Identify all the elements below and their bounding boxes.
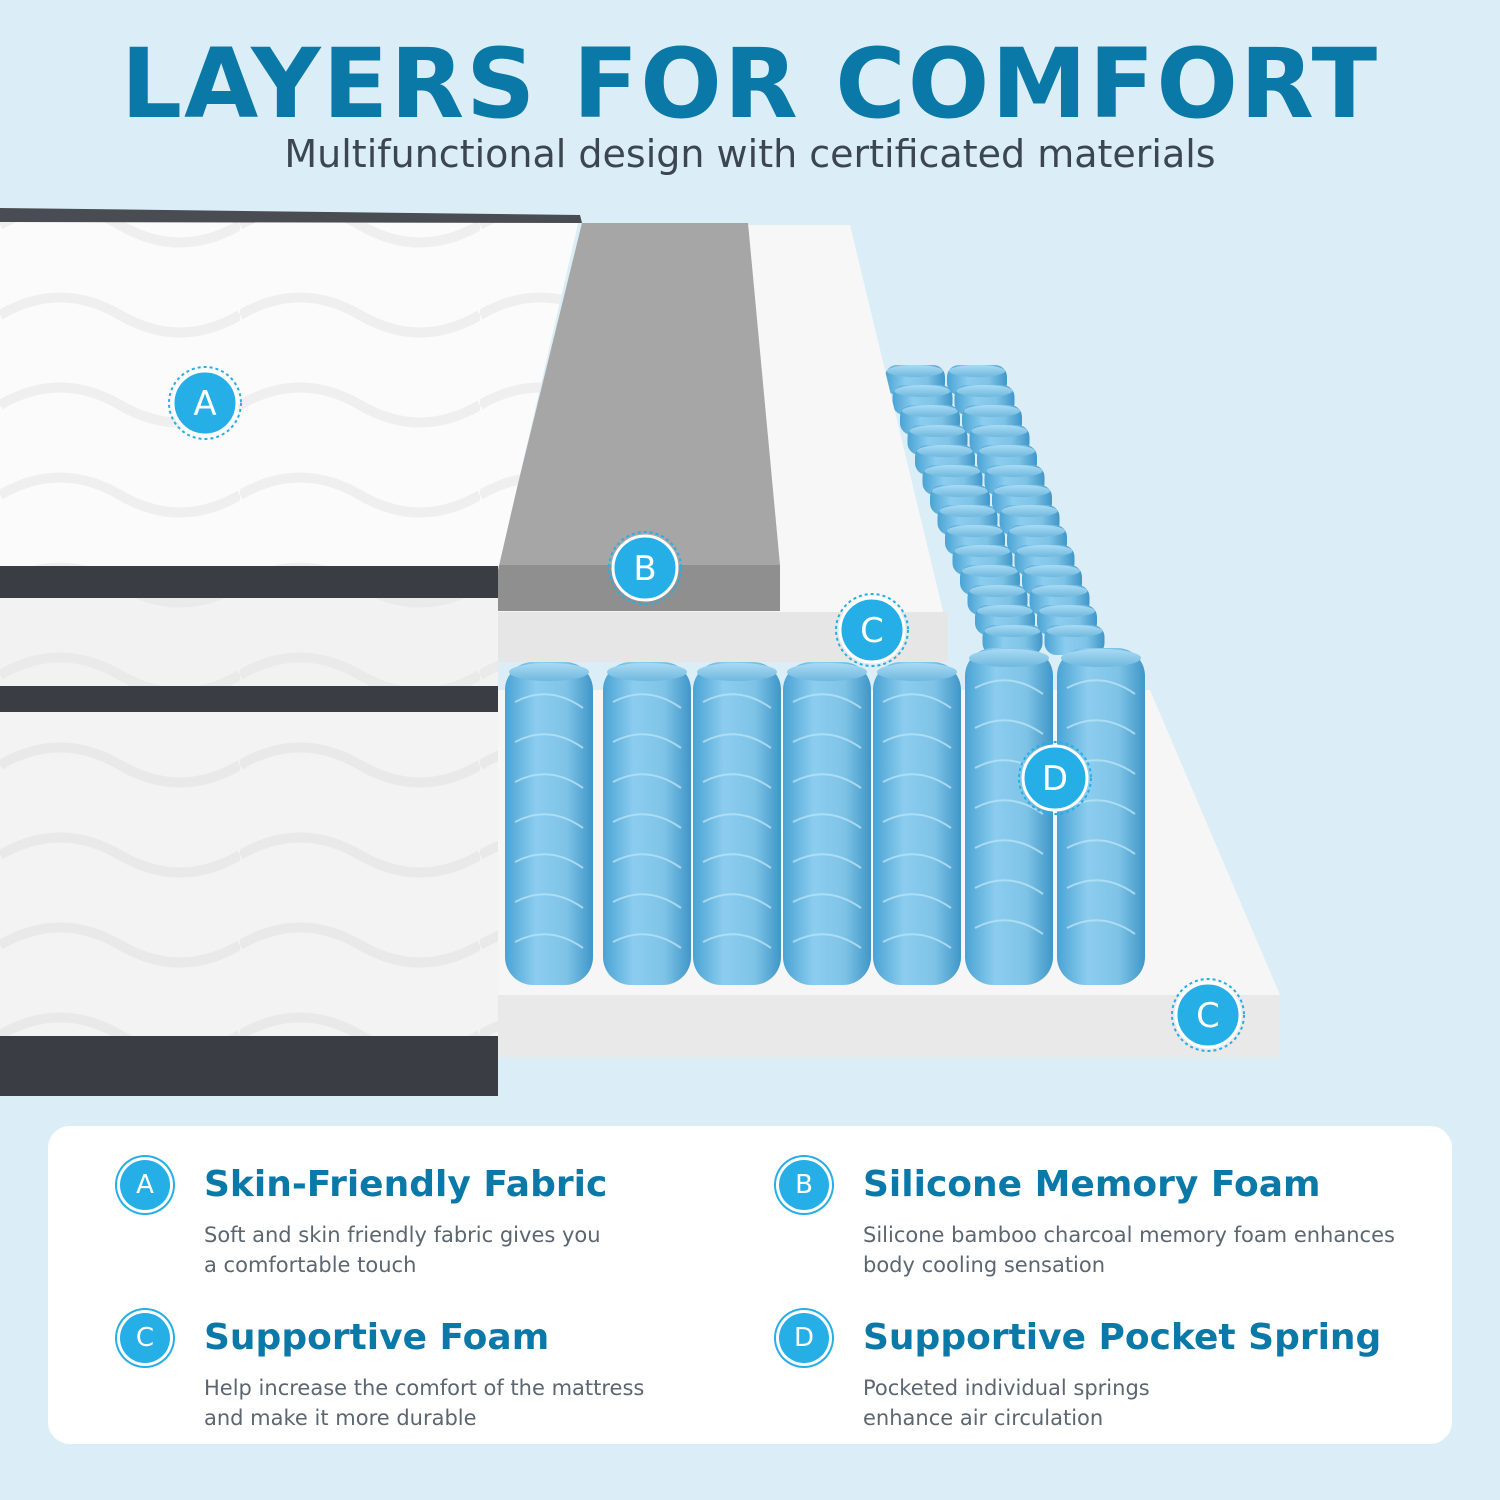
feature-b-desc-line2: body cooling sensation: [863, 1253, 1106, 1277]
marker-a: A: [168, 366, 242, 440]
feature-b-desc-line1: Silicone bamboo charcoal memory foam enh…: [863, 1223, 1395, 1247]
marker-c-lower-label: C: [1196, 996, 1220, 1036]
feature-d-title: Supportive Pocket Spring: [863, 1317, 1382, 1358]
pocket-spring: [603, 662, 691, 985]
top-fabric-layer: [0, 208, 582, 1096]
feature-d-desc-line2: enhance air circulation: [863, 1406, 1104, 1430]
pocket-spring: [783, 662, 871, 985]
feature-d-badge: D: [779, 1313, 829, 1363]
pocket-spring: [505, 662, 593, 985]
pocket-spring: [965, 648, 1053, 985]
marker-d-label: D: [1042, 759, 1068, 799]
marker-d: D: [1018, 741, 1092, 815]
spring-top: [982, 625, 1043, 655]
marker-c-upper-label: C: [860, 611, 884, 651]
mattress-illustration: A B C D C: [0, 208, 1280, 1096]
feature-b-desc: Silicone bamboo charcoal memory foam enh…: [863, 1220, 1423, 1280]
feature-c-desc: Help increase the comfort of the mattres…: [204, 1373, 764, 1433]
page-title: LAYERS FOR COMFORT: [120, 28, 1380, 140]
marker-b-label: B: [633, 549, 656, 589]
marker-a-label: A: [193, 384, 216, 424]
feature-d-desc-line1: Pocketed individual springs: [863, 1376, 1150, 1400]
pocket-spring: [693, 662, 781, 985]
spring-top: [1044, 625, 1105, 655]
features-panel: A Skin-Friendly Fabric Soft and skin fri…: [48, 1126, 1452, 1444]
feature-a-badge: A: [120, 1160, 170, 1210]
feature-a-desc-line1: Soft and skin friendly fabric gives you: [204, 1223, 601, 1247]
page-subtitle: Multifunctional design with certificated…: [284, 132, 1216, 176]
feature-b-badge: B: [779, 1160, 829, 1210]
feature-d-desc: Pocketed individual springs enhance air c…: [863, 1373, 1423, 1433]
feature-c-desc-line2: and make it more durable: [204, 1406, 477, 1430]
pocket-spring: [1057, 648, 1145, 985]
feature-b-title: Silicone Memory Foam: [863, 1164, 1321, 1205]
pocket-spring-rows: [885, 365, 1105, 655]
pocket-spring-front: [505, 648, 1145, 985]
marker-c-upper: C: [835, 593, 909, 667]
marker-b: B: [608, 531, 682, 605]
feature-a-title: Skin-Friendly Fabric: [204, 1164, 608, 1205]
pocket-spring: [873, 662, 961, 985]
feature-a-desc-line2: a comfortable touch: [204, 1253, 417, 1277]
feature-c-title: Supportive Foam: [204, 1317, 550, 1358]
feature-c-desc-line1: Help increase the comfort of the mattres…: [204, 1376, 645, 1400]
marker-c-lower: C: [1171, 978, 1245, 1052]
feature-c-badge: C: [120, 1313, 170, 1363]
feature-a-desc: Soft and skin friendly fabric gives you a…: [204, 1220, 764, 1280]
